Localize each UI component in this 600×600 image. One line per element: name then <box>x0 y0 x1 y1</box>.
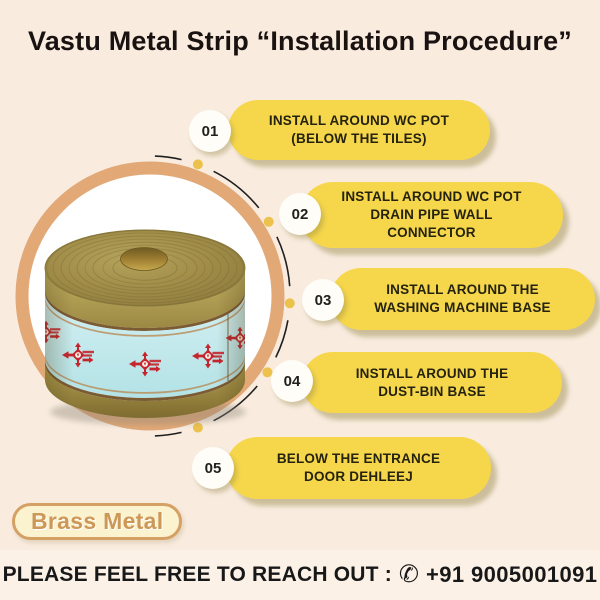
phone-circle-icon: ✆ <box>398 561 419 588</box>
material-badge: Brass Metal <box>12 503 183 540</box>
brass-strip-roll-photo <box>44 229 246 425</box>
step-04-text: INSTALL AROUND THE DUST-BIN BASE <box>355 365 509 399</box>
step-03-pill: INSTALL AROUND THE WASHING MACHINE BASE <box>330 268 595 330</box>
step-05-text: BELOW THE ENTRANCE DOOR DEHLEEJ <box>276 451 441 484</box>
connector-dots <box>192 159 295 433</box>
step-04-number: 04 <box>283 372 301 390</box>
step-01-text: INSTALL AROUND WC POT (BELOW THE TILES) <box>268 113 450 146</box>
step-05-pill: BELOW THE ENTRANCE DOOR DEHLEEJ <box>226 437 491 499</box>
step-02-pill: INSTALL AROUND WC POT DRAIN PIPE WALL CO… <box>300 182 563 248</box>
connector-dot <box>192 422 203 433</box>
material-badge-label: Brass Metal <box>31 508 164 534</box>
step-01-number: 01 <box>201 122 219 140</box>
connector-dot <box>263 216 274 227</box>
step-03-text: INSTALL AROUND THE WASHING MACHINE BASE <box>374 282 551 315</box>
contact-bar: PLEASE FEEL FREE TO REACH OUT : ✆ +91 90… <box>0 550 600 600</box>
contact-label: PLEASE FEEL FREE TO REACH OUT : <box>2 563 392 586</box>
step-02-text: INSTALL AROUND WC POT DRAIN PIPE WALL CO… <box>341 189 522 240</box>
step-05-number: 05 <box>204 459 222 477</box>
step-02-number: 02 <box>291 205 309 223</box>
step-01-pill: INSTALL AROUND WC POT (BELOW THE TILES) <box>228 100 490 160</box>
connector-dot <box>284 298 295 309</box>
step-01-number-badge: 01 <box>189 110 231 152</box>
page-title: Vastu Metal Strip “Installation Procedur… <box>27 26 573 56</box>
step-02-number-badge: 02 <box>279 193 321 235</box>
step-05-number-badge: 05 <box>192 447 234 489</box>
contact-phone-number: +91 9005001091 <box>426 562 598 587</box>
connector-dot <box>262 367 273 378</box>
roll-center-hole <box>120 247 168 271</box>
step-03-number: 03 <box>314 291 332 309</box>
step-04-number-badge: 04 <box>271 360 313 402</box>
step-03-number-badge: 03 <box>302 279 344 321</box>
step-04-pill: INSTALL AROUND THE DUST-BIN BASE <box>302 352 562 413</box>
connector-dot <box>192 159 203 170</box>
